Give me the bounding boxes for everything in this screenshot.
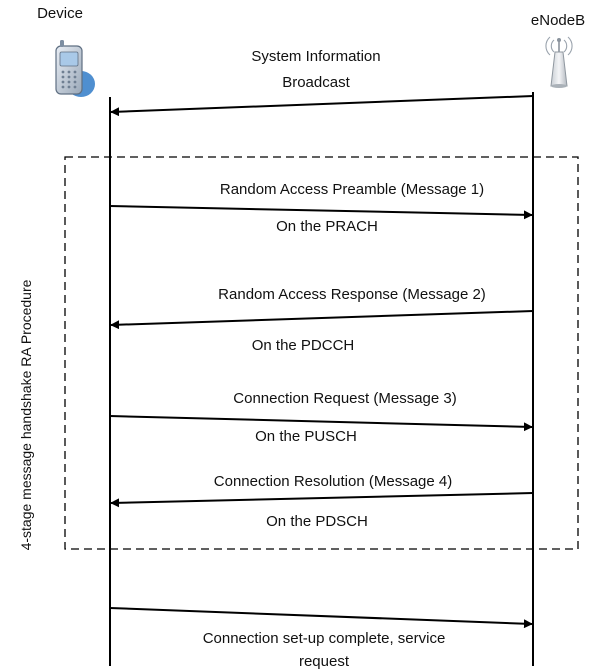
setup-complete-label-line2: request [299,653,350,670]
procedure-label: 4-stage message handshake RA Procedure [18,279,34,550]
message-1-label: Random Access Preamble (Message 1) [220,181,484,198]
message-3-label: Connection Request (Message 3) [233,390,456,407]
system-info-label-line1: System Information [251,48,380,65]
system-info-arrow [110,95,534,117]
ra-procedure-frame [64,156,579,550]
message-4-label: Connection Resolution (Message 4) [214,473,452,490]
antenna-tower-icon [545,36,573,88]
message-1-arrow [109,205,533,220]
mobile-phone-icon [55,40,95,97]
system-info-label-line2: Broadcast [282,74,350,91]
message-4-channel: On the PDSCH [266,513,368,530]
message-1-channel: On the PRACH [276,218,378,235]
message-2-label: Random Access Response (Message 2) [218,286,486,303]
message-3-channel: On the PUSCH [255,428,357,445]
message-3-arrow [109,415,533,432]
message-2-channel: On the PDCCH [252,337,355,354]
setup-complete-label-line1: Connection set-up complete, service [203,630,446,647]
device-label: Device [37,5,83,22]
message-2-arrow [110,310,534,330]
enodeb-label: eNodeB [531,12,585,29]
message-4-arrow [110,492,534,508]
setup-complete-arrow [109,607,533,629]
